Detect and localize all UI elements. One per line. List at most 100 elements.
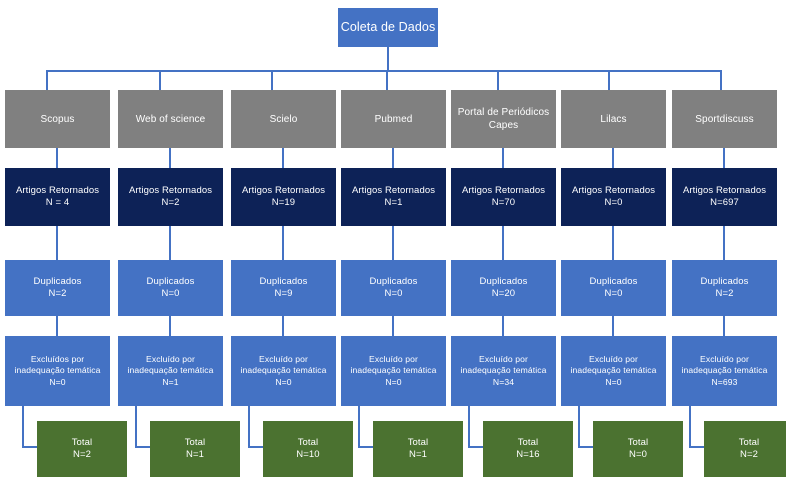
excluded-node-label-line1: Excluídos por <box>30 354 85 365</box>
root-node-label: Coleta de Dados <box>340 20 436 35</box>
duplicates-node-pubmed: Duplicados N=0 <box>341 260 446 316</box>
connector-returned-to-dup-6 <box>612 226 614 260</box>
connector-excl-to-total-vert-6 <box>578 406 580 448</box>
duplicates-node-label: Duplicados <box>479 275 528 287</box>
connector-excl-to-total-horiz-1 <box>22 446 38 448</box>
returned-node-count: N=70 <box>491 197 516 208</box>
total-node-pubmed: Total N=1 <box>373 421 463 477</box>
connector-excl-to-total-vert-3 <box>248 406 250 448</box>
excluded-node-label-line1: Excluído por <box>259 354 308 365</box>
source-node-label: Pubmed <box>374 113 413 125</box>
returned-node-portal-de-periodicos-capes: Artigos Retornados N=70 <box>451 168 556 226</box>
excluded-node-label-line2: inadequação temática <box>570 365 657 376</box>
returned-node-count: N=697 <box>710 197 739 208</box>
duplicates-node-count: N=2 <box>715 288 734 299</box>
connector-source-to-returned-7 <box>723 148 725 168</box>
total-node-count: N=0 <box>629 449 647 460</box>
total-node-scielo: Total N=10 <box>263 421 353 477</box>
excluded-node-label-line2: inadequação temática <box>127 365 214 376</box>
source-node-pubmed: Pubmed <box>341 90 446 148</box>
duplicates-node-lilacs: Duplicados N=0 <box>561 260 666 316</box>
excluded-node-web-of-science: Excluído por inadequação temática N=1 <box>118 336 223 406</box>
connector-bus-drop-3 <box>271 70 273 90</box>
connector-returned-to-dup-2 <box>169 226 171 260</box>
excluded-node-label-line1: Excluído por <box>146 354 195 365</box>
returned-node-label: Artigos Retornados <box>351 184 436 196</box>
connector-excl-to-total-vert-5 <box>468 406 470 448</box>
connector-bus-drop-2 <box>159 70 161 90</box>
returned-node-label: Artigos Retornados <box>241 184 326 196</box>
excluded-node-scopus: Excluídos por inadequação temática N=0 <box>5 336 110 406</box>
connector-dup-to-excl-7 <box>723 316 725 336</box>
connector-excl-to-total-horiz-5 <box>468 446 484 448</box>
connector-source-to-returned-6 <box>612 148 614 168</box>
duplicates-node-count: N=9 <box>274 288 293 299</box>
connector-returned-to-dup-1 <box>56 226 58 260</box>
duplicates-node-count: N=20 <box>491 288 516 299</box>
connector-excl-to-total-vert-7 <box>689 406 691 448</box>
excluded-node-label-line2: inadequação temática <box>681 365 768 376</box>
duplicates-node-label: Duplicados <box>589 275 638 287</box>
duplicates-node-label: Duplicados <box>700 275 749 287</box>
connector-excl-to-total-horiz-7 <box>689 446 705 448</box>
total-node-label: Total <box>738 436 760 448</box>
connector-dup-to-excl-6 <box>612 316 614 336</box>
duplicates-node-count: N=2 <box>48 288 67 299</box>
returned-node-scielo: Artigos Retornados N=19 <box>231 168 336 226</box>
excluded-node-label-line1: Excluído por <box>369 354 418 365</box>
connector-excl-to-total-vert-1 <box>22 406 24 448</box>
excluded-node-count: N=0 <box>49 376 66 387</box>
returned-node-label: Artigos Retornados <box>461 184 546 196</box>
connector-excl-to-total-vert-2 <box>135 406 137 448</box>
connector-excl-to-total-vert-4 <box>358 406 360 448</box>
duplicates-node-sportdiscuss: Duplicados N=2 <box>672 260 777 316</box>
source-node-label: Scopus <box>40 113 75 125</box>
connector-dup-to-excl-2 <box>169 316 171 336</box>
duplicates-node-scopus: Duplicados N=2 <box>5 260 110 316</box>
duplicates-node-label: Duplicados <box>369 275 418 287</box>
total-node-count: N=2 <box>740 449 758 460</box>
connector-returned-to-dup-3 <box>282 226 284 260</box>
connector-source-to-returned-4 <box>392 148 394 168</box>
total-node-web-of-science: Total N=1 <box>150 421 240 477</box>
source-node-web-of-science: Web of science <box>118 90 223 148</box>
duplicates-node-label: Duplicados <box>259 275 308 287</box>
connector-source-to-returned-5 <box>502 148 504 168</box>
connector-bus-bar <box>46 70 722 72</box>
total-node-count: N=2 <box>73 449 91 460</box>
total-node-label: Total <box>297 436 319 448</box>
returned-node-pubmed: Artigos Retornados N=1 <box>341 168 446 226</box>
excluded-node-count: N=0 <box>275 376 292 387</box>
total-node-label: Total <box>184 436 206 448</box>
connector-bus-drop-6 <box>608 70 610 90</box>
excluded-node-label-line2: inadequação temática <box>460 365 547 376</box>
connector-bus-drop-4 <box>386 70 388 90</box>
source-node-label: Web of science <box>135 113 206 125</box>
excluded-node-count: N=693 <box>711 376 738 387</box>
root-node-coleta-de-dados: Coleta de Dados <box>338 8 438 47</box>
connector-dup-to-excl-1 <box>56 316 58 336</box>
returned-node-lilacs: Artigos Retornados N=0 <box>561 168 666 226</box>
returned-node-count: N=0 <box>604 197 623 208</box>
returned-node-label: Artigos Retornados <box>682 184 767 196</box>
total-node-count: N=16 <box>516 449 540 460</box>
duplicates-node-label: Duplicados <box>146 275 195 287</box>
excluded-node-sportdiscuss: Excluído por inadequação temática N=693 <box>672 336 777 406</box>
source-node-scielo: Scielo <box>231 90 336 148</box>
connector-bus-drop-1 <box>46 70 48 90</box>
connector-returned-to-dup-7 <box>723 226 725 260</box>
duplicates-node-label: Duplicados <box>33 275 82 287</box>
returned-node-label: Artigos Retornados <box>15 184 100 196</box>
excluded-node-scielo: Excluído por inadequação temática N=0 <box>231 336 336 406</box>
duplicates-node-scielo: Duplicados N=9 <box>231 260 336 316</box>
total-node-sportdiscuss: Total N=2 <box>704 421 786 477</box>
connector-returned-to-dup-5 <box>502 226 504 260</box>
total-node-label: Total <box>627 436 649 448</box>
duplicates-node-portal-de-periodicos-capes: Duplicados N=20 <box>451 260 556 316</box>
excluded-node-label-line1: Excluído por <box>700 354 749 365</box>
duplicates-node-count: N=0 <box>604 288 623 299</box>
returned-node-web-of-science: Artigos Retornados N=2 <box>118 168 223 226</box>
connector-root-stem <box>387 47 389 71</box>
total-node-count: N=1 <box>186 449 204 460</box>
